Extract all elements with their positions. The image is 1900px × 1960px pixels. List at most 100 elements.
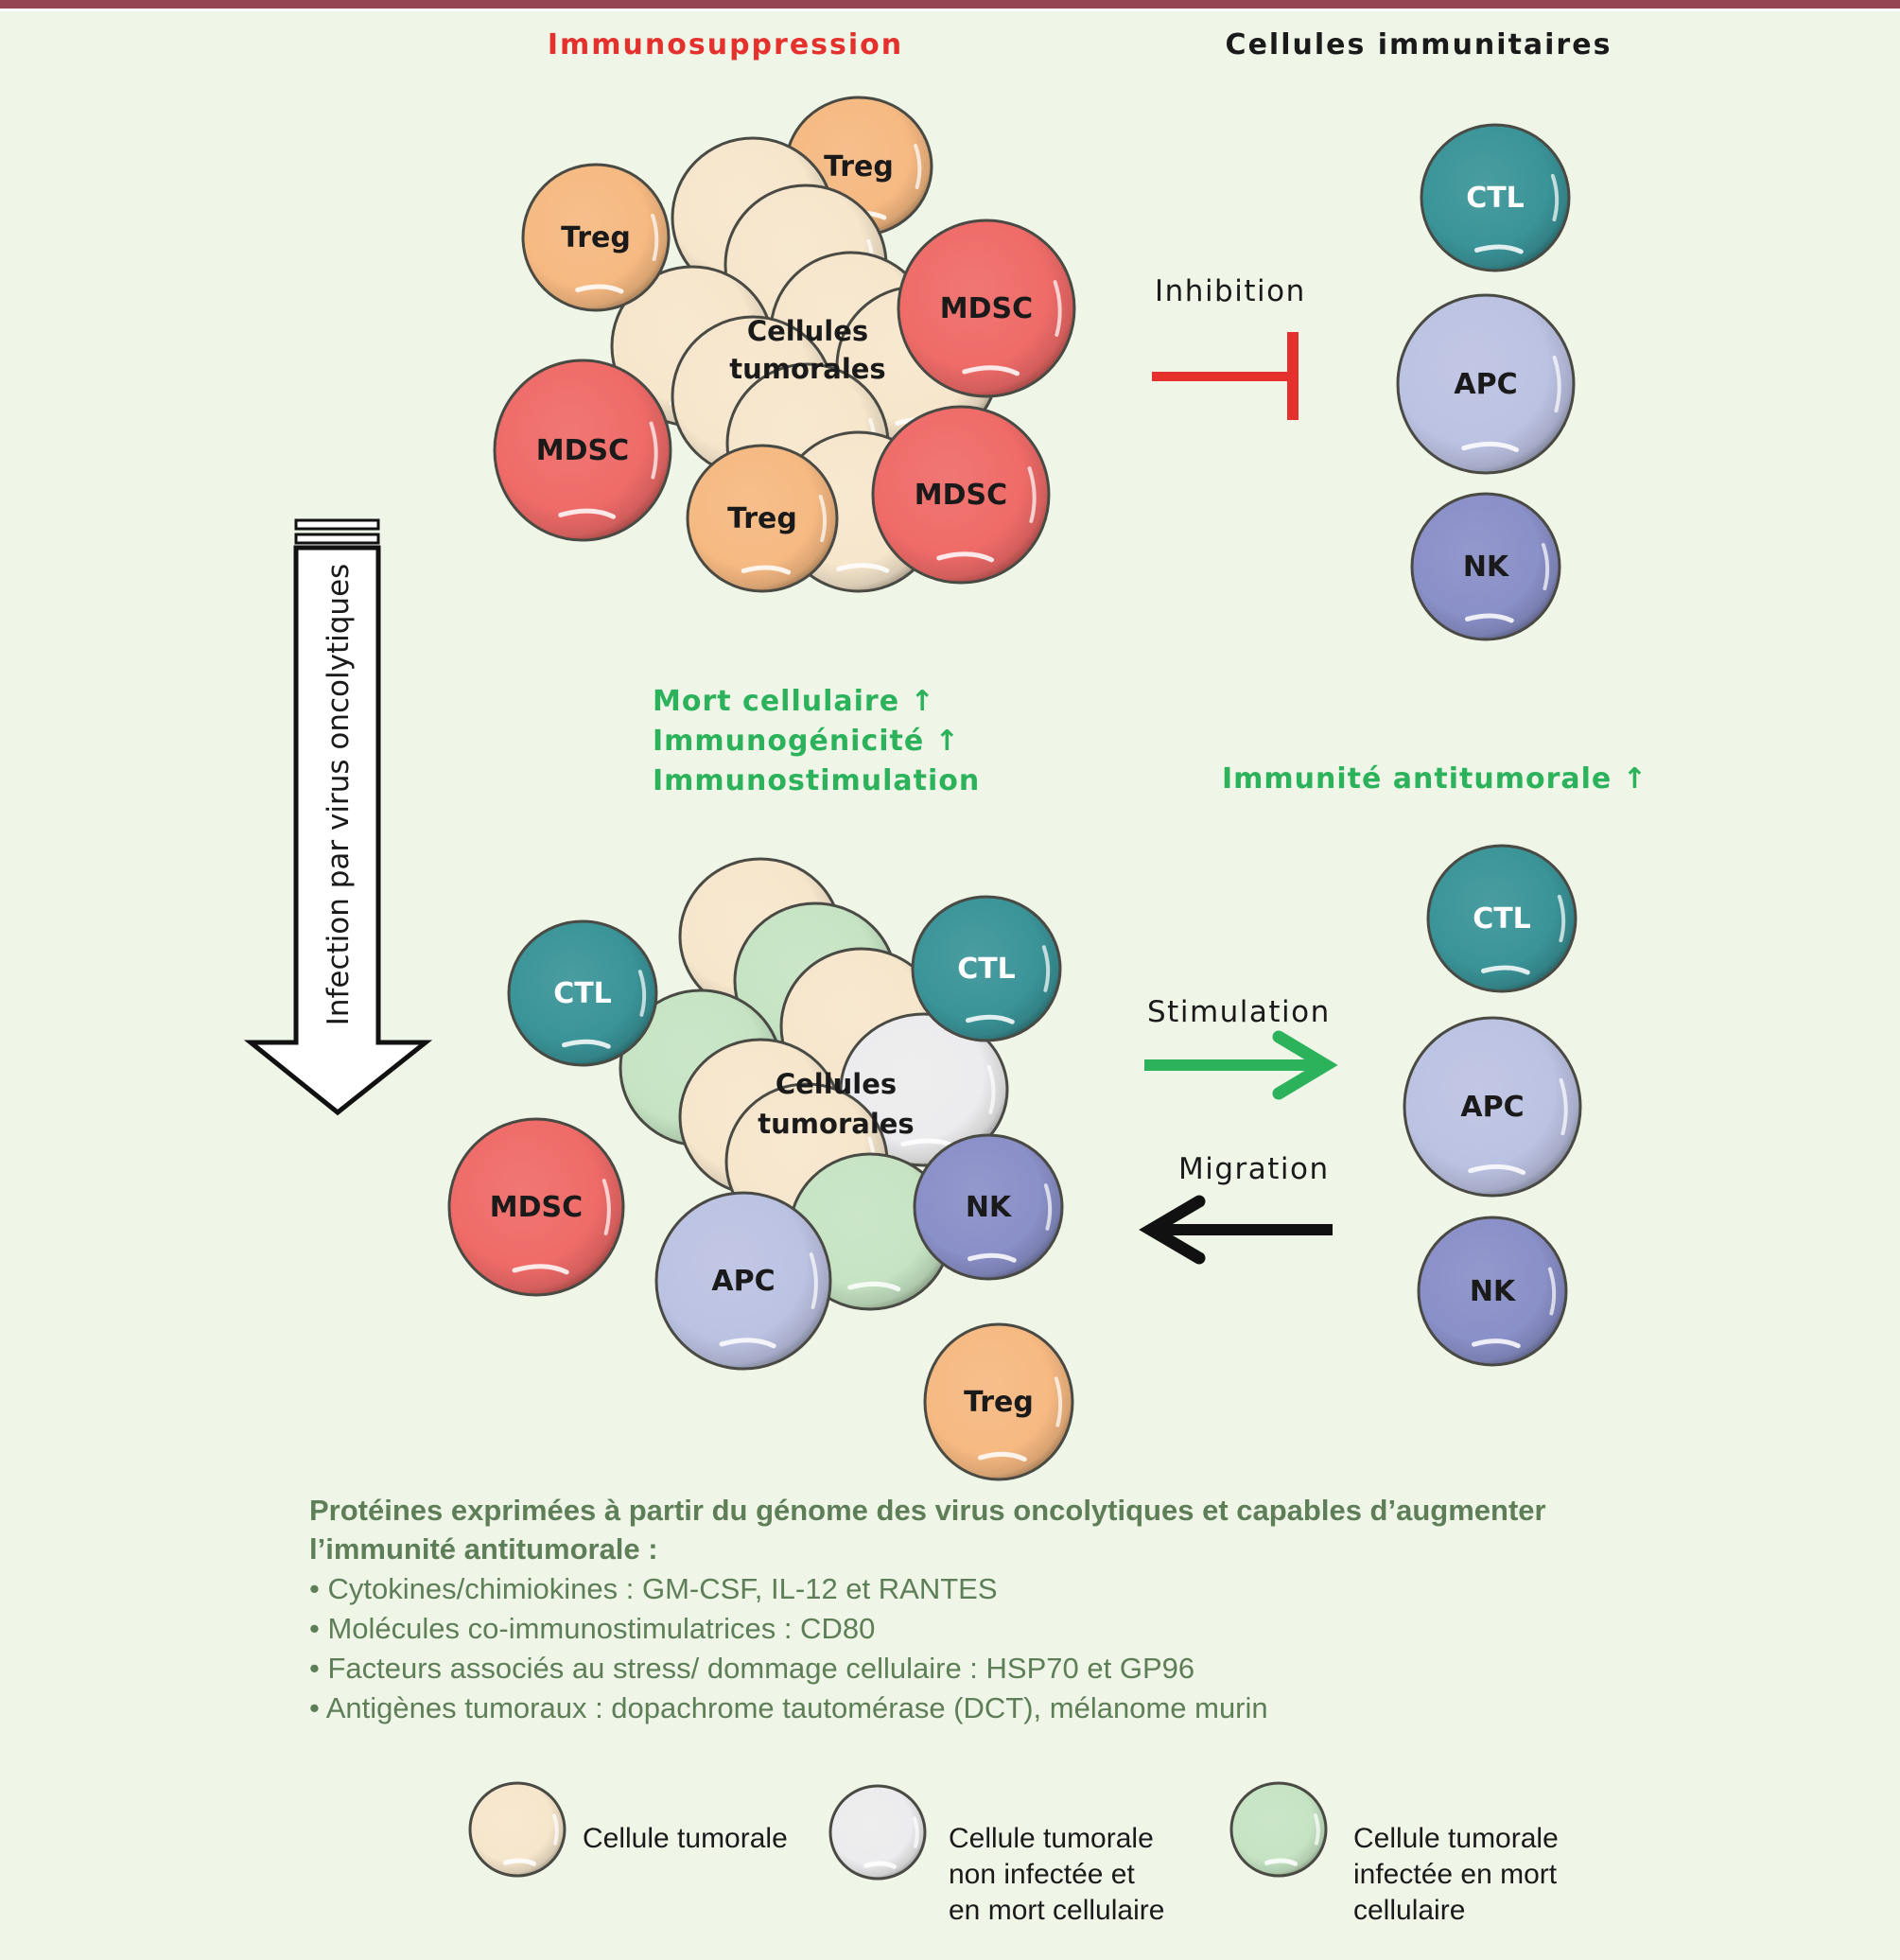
cell-highlight <box>1541 542 1550 591</box>
cell-highlight <box>1465 613 1514 623</box>
cell-highlight <box>1054 1376 1063 1427</box>
treg-cell-label: Treg <box>824 150 894 184</box>
cell-highlight <box>575 284 624 294</box>
cell-highlight <box>651 213 659 262</box>
cell-highlight <box>809 1252 818 1309</box>
protein-bullet-1: • Cytokines/chimiokines : GM-CSF, IL-12 … <box>309 1572 998 1605</box>
ctl-cell-label: CTL <box>553 977 612 1010</box>
protein-bullet-2: • Molécules co-immunostimulatrices : CD8… <box>309 1612 875 1645</box>
legend-swatch-tumor <box>468 1781 567 1878</box>
legend-item: Cellule tumorale non infectée et en mort c… <box>828 1784 1164 1926</box>
cell-highlight <box>1550 173 1560 222</box>
bottom-cluster-apc-cell: APC <box>654 1191 832 1371</box>
stimulation-arrow <box>1144 1030 1338 1100</box>
cell-highlight <box>637 970 647 1017</box>
top-cluster-label-line1: Cellules <box>747 315 868 347</box>
treg-cell-label: Treg <box>727 502 797 535</box>
proteins-title-line1: Protéines exprimées à partir du génome d… <box>309 1494 1546 1527</box>
cell-highlight <box>818 494 827 543</box>
legend-swatch-tumor_infected_dead <box>1229 1781 1328 1878</box>
infection-arrow: Infection par virus oncolytiques <box>243 518 433 1116</box>
top-immune-cells: CTL APC NK <box>1396 123 1576 641</box>
legend-label: Cellule tumorale <box>949 1823 1154 1854</box>
mdsc-cell-label: MDSC <box>536 434 629 467</box>
bottom-immune-nk-cell: NK <box>1417 1216 1568 1367</box>
cell-highlight <box>967 1252 1017 1263</box>
cell-highlight <box>1547 1267 1557 1316</box>
treg-cell-body <box>686 444 839 593</box>
ctl-cell-body <box>1426 844 1578 993</box>
top-cluster-treg-cell: Treg <box>686 444 839 593</box>
nk-cell-body <box>1417 1216 1568 1367</box>
top-cluster-mdsc-cell: MDSC <box>897 219 1076 398</box>
ctl-cell-body <box>507 919 658 1067</box>
bottom-cluster-treg-cell: Treg <box>923 1322 1074 1481</box>
stimulation-label: Stimulation <box>1147 995 1331 1029</box>
cell-highlight <box>847 1281 901 1292</box>
bottom-cluster-nk-cell: NK <box>913 1133 1064 1281</box>
cell-highlight <box>1481 965 1530 975</box>
bottom-immune-ctl-cell: CTL <box>1426 844 1578 993</box>
protein-bullet-4: • Antigènes tumoraux : dopachrome tautom… <box>309 1691 1268 1724</box>
cell-highlight <box>1552 355 1561 413</box>
tumor_dead_uninfected-cell-body <box>839 1012 1009 1167</box>
nk-cell-body <box>913 1133 1064 1281</box>
stimulation-arrow-head <box>1272 1030 1338 1100</box>
treg-cell-label: Treg <box>964 1386 1034 1419</box>
top-immune-apc-cell: APC <box>1396 293 1576 475</box>
tumor_infected_dead-cell-body <box>1229 1781 1328 1878</box>
cell-highlight <box>966 1014 1015 1024</box>
ctl-cell-body <box>1420 123 1571 272</box>
migration-arrow-head <box>1139 1195 1206 1265</box>
effect-cell-death: Mort cellulaire ↑ <box>653 685 935 718</box>
legend-swatch-tumor_dead_uninfected <box>828 1784 927 1881</box>
inhibition-bar <box>1287 332 1299 420</box>
mdsc-cell-body <box>871 405 1051 585</box>
treg-cell-label: Treg <box>561 221 631 254</box>
top-immune-ctl-cell: CTL <box>1420 123 1571 272</box>
cell-highlight <box>719 1338 776 1349</box>
apc-cell-body <box>1403 1016 1582 1198</box>
cell-highlight <box>1559 1077 1568 1136</box>
effect-immunogenicity: Immunogénicité ↑ <box>653 725 960 758</box>
cell-highlight <box>562 1039 611 1049</box>
protein-bullet-3: • Facteurs associés au stress/ dommage c… <box>309 1652 1194 1685</box>
legend-label: Cellule tumorale <box>1353 1823 1559 1854</box>
inhibition-symbol <box>1152 332 1299 420</box>
ctl-cell-label: CTL <box>957 953 1016 986</box>
cell-highlight <box>1043 1183 1053 1231</box>
legend-label: en mort cellulaire <box>949 1895 1164 1926</box>
cell-highlight <box>1053 280 1062 337</box>
legend-label: non infectée et <box>949 1859 1135 1890</box>
apc-cell-label: APC <box>1454 368 1517 401</box>
bottom-cluster-label-line1: Cellules <box>776 1068 897 1100</box>
cell-highlight <box>1041 945 1051 992</box>
cell-highlight <box>741 565 792 575</box>
cell-highlight <box>962 365 1020 376</box>
cell-highlight <box>1314 1813 1320 1846</box>
nk-cell-label: NK <box>1463 551 1510 584</box>
cell-highlight <box>503 1858 536 1866</box>
apc-cell-body <box>654 1191 832 1371</box>
treg-cell-body <box>521 163 671 312</box>
legend-label: infectée en mort <box>1353 1859 1558 1890</box>
nk-cell-label: NK <box>1470 1275 1517 1308</box>
inhibition-label: Inhibition <box>1155 274 1306 308</box>
tumor-cell-body <box>468 1781 567 1878</box>
tumor_dead_uninfected-cell-body <box>828 1784 927 1881</box>
arrow-stripe-2 <box>294 533 380 545</box>
cell-highlight <box>836 563 890 573</box>
top-frame-bar <box>0 0 1900 9</box>
effect-immunostimulation: Immunostimulation <box>653 764 980 797</box>
mdsc-cell-label: MDSC <box>940 292 1033 325</box>
migration-label: Migration <box>1178 1152 1330 1186</box>
legend: Cellule tumorale Cellule tumorale non infe… <box>468 1781 1559 1926</box>
top-cluster-label-line2: tumorales <box>729 353 885 385</box>
cell-highlight <box>1461 441 1520 453</box>
apc-cell-label: APC <box>711 1265 775 1298</box>
top-frame-gap <box>0 9 1900 11</box>
top-cluster-mdsc-cell: MDSC <box>493 359 672 542</box>
mdsc-cell-body <box>493 359 672 542</box>
nk-cell-body <box>1410 492 1561 641</box>
